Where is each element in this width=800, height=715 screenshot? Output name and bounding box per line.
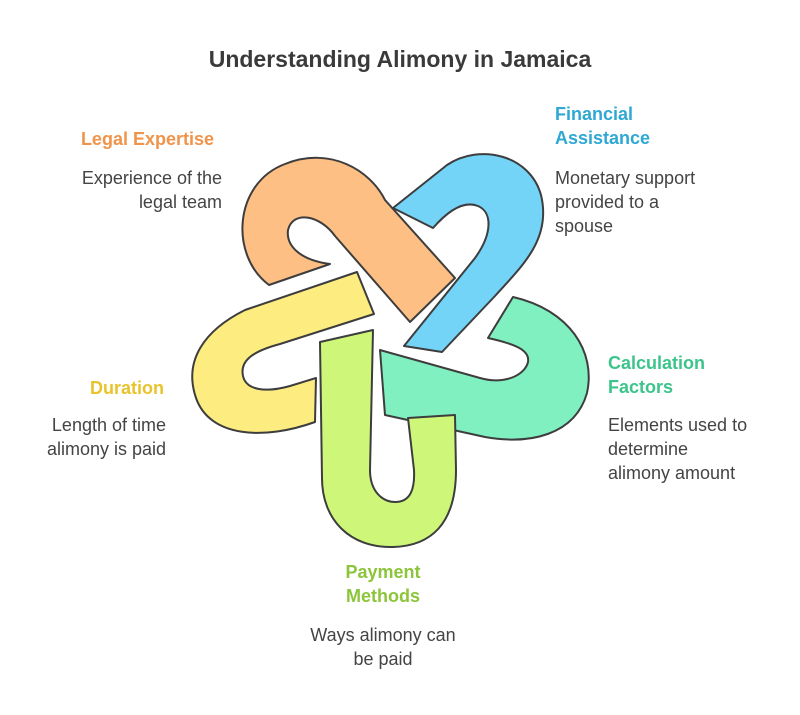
loop-payment-methods	[319, 329, 457, 549]
financial-assistance-title-line-1: Financial	[555, 104, 634, 124]
duration-title: Duration	[40, 376, 164, 400]
duration-title-line: Duration	[90, 378, 164, 398]
financial-assistance-desc-line-1: Monetary support	[555, 168, 696, 188]
calculation-factors-desc-line-1: Elements used to	[608, 415, 748, 435]
legal-expertise-desc-line-1: Experience of the	[81, 168, 222, 188]
financial-assistance-title: Financial Assistance	[555, 102, 755, 150]
legal-expertise-description: Experience of the legal team	[30, 166, 222, 214]
financial-assistance-desc-line-3: spouse	[555, 216, 614, 236]
payment-methods-desc-line-1: Ways alimony can	[310, 625, 456, 645]
loop-legal-expertise	[241, 156, 456, 323]
calculation-factors-desc-line-2: determine	[608, 439, 689, 459]
duration-desc-line-2: alimony is paid	[46, 439, 166, 459]
calculation-factors-description: Elements used to determine alimony amoun…	[608, 413, 793, 485]
diagram-title: Understanding Alimony in Jamaica	[208, 46, 592, 72]
payment-methods-desc-line-2: be paid	[353, 649, 413, 669]
legal-expertise-desc-line-2: legal team	[138, 192, 222, 212]
legal-expertise-title-line: Legal Expertise	[80, 129, 214, 149]
loop-duration	[191, 271, 375, 434]
duration-description: Length of time alimony is paid	[20, 413, 166, 461]
payment-methods-title-line-2: Methods	[346, 586, 420, 606]
calculation-factors-title-line-1: Calculation	[608, 353, 706, 373]
financial-assistance-desc-line-2: provided to a	[555, 192, 660, 212]
calculation-factors-title: Calculation Factors	[608, 351, 788, 399]
payment-methods-title-line-1: Payment	[345, 562, 421, 582]
financial-assistance-description: Monetary support provided to a spouse	[555, 166, 755, 238]
financial-assistance-title-line-2: Assistance	[555, 128, 651, 148]
payment-methods-description: Ways alimony can be paid	[283, 623, 483, 671]
loop-financial-assistance	[392, 153, 545, 353]
payment-methods-title: Payment Methods	[283, 560, 483, 608]
calculation-factors-title-line-2: Factors	[608, 377, 674, 397]
legal-expertise-title: Legal Expertise	[40, 127, 214, 151]
loop-calculation-factors	[379, 296, 590, 441]
calculation-factors-desc-line-3: alimony amount	[608, 463, 736, 483]
duration-desc-line-1: Length of time	[51, 415, 166, 435]
